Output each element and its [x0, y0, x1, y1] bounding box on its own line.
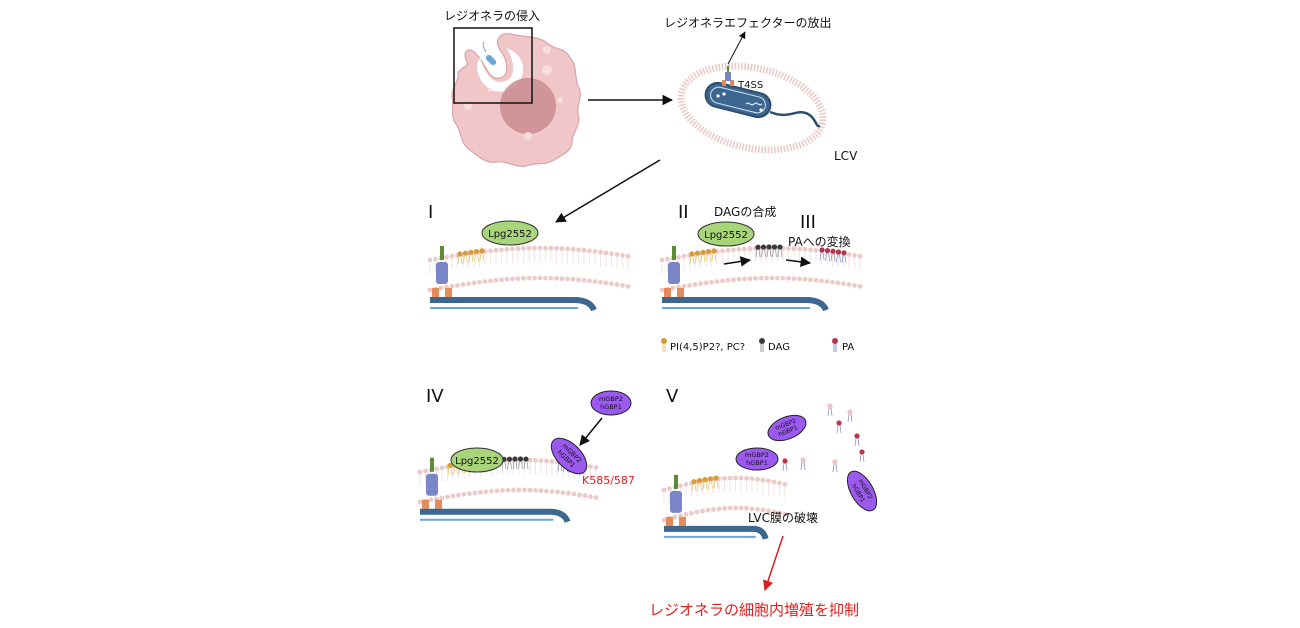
svg-text:mGBP2: mGBP2 — [745, 451, 769, 459]
gbp-recruit-arrow — [579, 417, 603, 446]
lpg2552-label: Lpg2552 — [704, 230, 748, 241]
arrow-to-pa — [785, 256, 812, 268]
bacterium-icon — [485, 54, 497, 66]
legend: PI(4,5)P2?, PC? DAG PA — [661, 338, 854, 353]
svg-text:hGBP1: hGBP1 — [600, 403, 622, 411]
svg-text:hGBP1: hGBP1 — [746, 459, 768, 467]
dag-synthesis-label: DAGの合成 — [714, 204, 776, 219]
svg-text:mGBP2: mGBP2 — [599, 395, 623, 403]
lcv-illustration: T4SS レジオネラエフェクターの放出 LCV — [664, 15, 858, 163]
gbp-b: mGBP2 hGBP1 — [735, 447, 779, 471]
legend-item-pa: PA — [832, 338, 854, 353]
membrane-rupture-label: LVC膜の破壊 — [748, 510, 818, 525]
panel-iv: IV Lpg2552 mGBP2 hGBP1 mGBP2 hGBP1 K585/… — [417, 386, 635, 523]
t4ss-label: T4SS — [737, 80, 763, 91]
panel-v: V mGBP2 hGBP1 mGBP2 hGBP1 mGBP2 hGBP1 LV… — [661, 386, 878, 540]
panel-i-numeral: I — [428, 202, 433, 223]
lcv-label: LCV — [834, 149, 858, 163]
panel-v-numeral: V — [666, 386, 679, 407]
effector-release-label: レジオネラエフェクターの放出 — [664, 15, 832, 30]
lpg2552-enzyme — [697, 221, 755, 247]
t4ss-icon — [722, 66, 734, 86]
panel-ii-numeral: II — [678, 202, 689, 223]
legionella-bacterium — [704, 81, 772, 119]
panel-iii-numeral: III — [800, 212, 816, 233]
lpg2552-label: Lpg2552 — [455, 456, 499, 467]
legend-label-pa: PA — [842, 342, 854, 353]
lpg2552-enzyme — [481, 220, 539, 246]
panel-i: I Lpg2552 — [427, 202, 631, 312]
pa-conversion-label: PAへの変換 — [788, 234, 851, 249]
legend-item-pip2: PI(4,5)P2?, PC? — [661, 338, 745, 353]
legend-label-pip2: PI(4,5)P2?, PC? — [670, 342, 745, 353]
gbp-a: mGBP2 hGBP1 — [767, 414, 807, 442]
legend-label-dag: DAG — [768, 342, 790, 353]
legend-item-dag: DAG — [759, 338, 790, 353]
lpg2552-enzyme — [450, 447, 504, 473]
arrow-to-dag — [723, 256, 752, 267]
residue-label: K585/587 — [582, 474, 635, 487]
gbp-free: mGBP2 hGBP1 — [590, 390, 632, 416]
zoom-box — [453, 27, 533, 104]
effector-release-arrow — [727, 31, 746, 65]
gbp-bound: mGBP2 hGBP1 — [550, 437, 588, 475]
panel-ii-iii: II DAGの合成 III PAへの変換 Lpg2552 — [659, 202, 863, 312]
conclusion-label: レジオネラの細胞内増殖を抑制 — [649, 601, 859, 619]
lipid-bilayer — [659, 244, 863, 312]
invasion-label: レジオネラの侵入 — [444, 8, 540, 23]
lcv-membrane — [677, 62, 827, 154]
lipid-bilayer — [661, 474, 788, 540]
macrophage-illustration: レジオネラの侵入 — [444, 8, 581, 167]
arrow-to-panel-i — [555, 159, 661, 223]
lipid-bilayer — [427, 245, 631, 312]
conclusion-arrow — [763, 535, 784, 591]
macrophage-nucleus — [500, 78, 556, 134]
flagellum — [769, 110, 821, 128]
released-lipids — [782, 403, 865, 473]
lpg2552-label: Lpg2552 — [488, 229, 532, 240]
gbp-c: mGBP2 hGBP1 — [846, 470, 878, 512]
panel-iv-numeral: IV — [426, 386, 444, 407]
